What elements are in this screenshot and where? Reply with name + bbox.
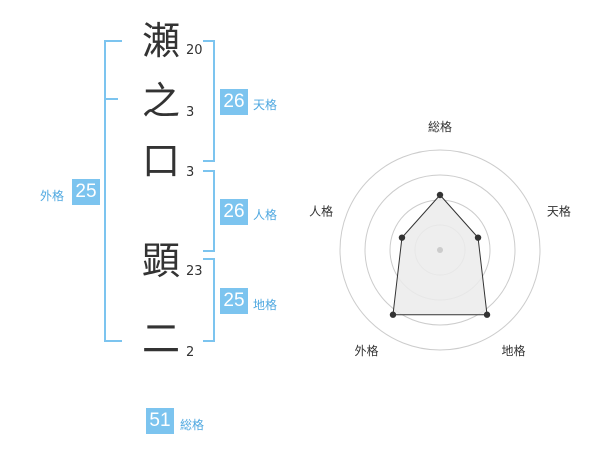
name-char-2: 之	[141, 79, 180, 123]
radar-axis-label-2: 天格	[547, 203, 571, 218]
radar-point-5	[398, 234, 406, 241]
soukaku-value: 51	[146, 408, 174, 434]
chikaku-label: 地格	[253, 298, 278, 312]
radar-axis-label-4: 外格	[355, 343, 379, 358]
gaikaku-value: 25	[72, 179, 100, 205]
name-char-5: 二	[141, 317, 180, 361]
tenkaku-label: 天格	[253, 98, 278, 112]
radar-shape	[392, 194, 488, 316]
stroke-count-1: 20	[186, 43, 203, 58]
stroke-count-5: 2	[186, 345, 195, 360]
stroke-count-4: 23	[186, 264, 203, 279]
bracket-tick	[104, 98, 118, 100]
radar-axis-label-3: 地格	[501, 343, 525, 358]
tenkaku-value: 26	[220, 89, 248, 115]
radar-ring-4	[339, 149, 541, 351]
radar-ring-3	[364, 174, 516, 326]
soukaku-label: 総格	[180, 418, 205, 432]
radar-center-dot	[437, 247, 443, 253]
stroke-count-2: 3	[186, 105, 195, 120]
radar-point-3	[483, 311, 491, 318]
radar-point-2	[474, 234, 482, 241]
radar-point-4	[389, 311, 397, 318]
name-char-3: 口	[141, 139, 180, 183]
radar-axis-label-1: 総格	[428, 119, 452, 134]
name-char-1: 瀬	[141, 19, 180, 63]
radar-axis-label-5: 人格	[309, 203, 333, 218]
chikaku-bracket	[203, 258, 215, 342]
gaikaku-label: 外格	[40, 189, 65, 203]
jinkaku-value: 26	[220, 199, 248, 225]
gaikaku-bracket	[104, 40, 122, 342]
name-char-4: 顕	[141, 239, 180, 283]
tenkaku-bracket	[203, 40, 215, 162]
chikaku-value: 25	[220, 288, 248, 314]
jinkaku-label: 人格	[253, 208, 278, 222]
stroke-count-3: 3	[186, 165, 195, 180]
jinkaku-bracket	[203, 170, 215, 252]
radar-point-1	[436, 191, 444, 199]
